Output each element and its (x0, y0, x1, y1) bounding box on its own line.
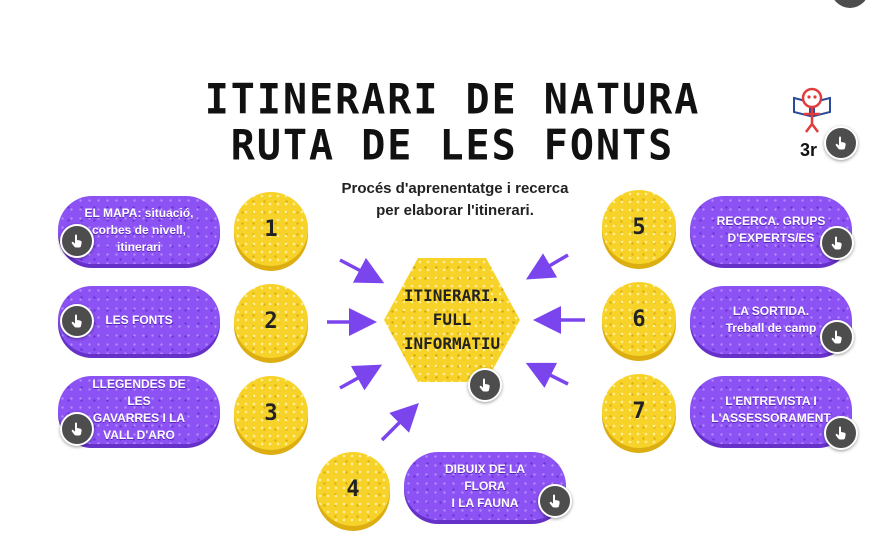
corner-menu-button[interactable] (831, 0, 869, 8)
step-4-label: DIBUIX DE LA FLORA I LA FAUNA (444, 461, 525, 510)
step-4-number: 4 (316, 452, 390, 526)
step-5-label: RECERCA. GRUPS D'EXPERTS/ES (716, 214, 826, 245)
step-3-label: LLEGENDES DE LES GAVARRES I LA VALL D'AR… (92, 377, 186, 442)
hand-pointer-icon[interactable] (468, 368, 502, 402)
hand-pointer-icon[interactable] (538, 484, 572, 518)
step-1-pill[interactable]: EL MAPA: situació, corbes de nivell, iti… (58, 196, 220, 264)
arrow-icon (380, 403, 419, 442)
hand-pointer-icon[interactable] (824, 416, 858, 450)
center-hexagon[interactable]: ITINERARI. FULL INFORMATIU (384, 258, 520, 382)
step-7-pill[interactable]: L'ENTREVISTA I L'ASSESSORAMENT (690, 376, 852, 444)
title-line-2: RUTA DE LES FONTS (230, 121, 675, 171)
logo-label: 3r (800, 140, 818, 160)
arrow-icon (339, 257, 385, 284)
step-4-pill[interactable]: DIBUIX DE LA FLORA I LA FAUNA (404, 452, 566, 520)
reading-child-logo (790, 84, 834, 136)
arrow-icon (525, 253, 569, 280)
hand-pointer-icon[interactable] (60, 304, 94, 338)
step-2-label: LES FONTS (105, 312, 173, 327)
step-6-label: LA SORTIDA. Treball de camp (725, 304, 817, 335)
hand-pointer-icon[interactable] (820, 226, 854, 260)
subtitle: Procés d'aprenentatge i recerca per elab… (341, 180, 569, 219)
step-1-number: 1 (234, 192, 308, 266)
step-7-number: 7 (602, 374, 676, 448)
hand-pointer-icon[interactable] (60, 412, 94, 446)
step-6-number: 6 (602, 282, 676, 356)
arrow-icon (525, 362, 569, 388)
step-6-pill[interactable]: LA SORTIDA. Treball de camp (690, 286, 852, 354)
hand-pointer-icon[interactable] (820, 320, 854, 354)
step-5-pill[interactable]: RECERCA. GRUPS D'EXPERTS/ES (690, 196, 852, 264)
step-2-pill[interactable]: LES FONTS (58, 286, 220, 354)
step-3-pill[interactable]: LLEGENDES DE LES GAVARRES I LA VALL D'AR… (58, 376, 220, 444)
step-5-number: 5 (602, 190, 676, 264)
hand-pointer-icon[interactable] (824, 126, 858, 160)
step-2-number: 2 (234, 284, 308, 358)
arrow-icon (339, 364, 383, 391)
hand-pointer-icon[interactable] (60, 224, 94, 258)
step-7-label: L'ENTREVISTA I L'ASSESSORAMENT (711, 394, 831, 425)
title-line-1: ITINERARI DE NATURA (204, 75, 701, 125)
step-3-number: 3 (234, 376, 308, 450)
step-1-label: EL MAPA: situació, corbes de nivell, iti… (84, 205, 194, 254)
